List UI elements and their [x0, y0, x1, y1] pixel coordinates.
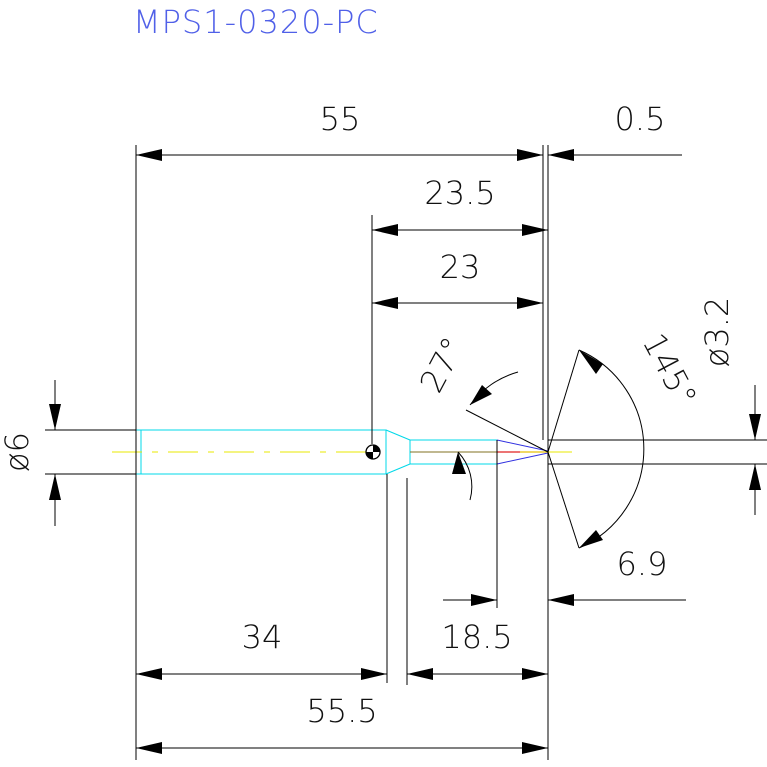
label-55-5: 55.5 — [306, 692, 377, 730]
label-34: 34 — [242, 618, 283, 656]
center-mark-symbol — [365, 444, 381, 460]
dim-34-line — [136, 668, 387, 680]
label-27-deg: 27° — [412, 331, 472, 399]
dim-23-5-line — [372, 224, 548, 236]
tip-taper-top — [496, 439, 549, 452]
dim-55-line — [136, 149, 543, 161]
label-23: 23 — [440, 248, 481, 286]
label-dia-3-2: ø3.2 — [698, 297, 736, 367]
dim-dia-3-2-line — [749, 385, 761, 515]
dim-6-9-line — [443, 594, 686, 606]
dim-55-5-line — [136, 742, 548, 754]
label-6-9: 6.9 — [617, 545, 668, 583]
dim-18-5-line — [407, 668, 548, 680]
label-18-5: 18.5 — [441, 618, 512, 656]
dim-0-5-line — [548, 149, 682, 161]
label-23-5: 23.5 — [424, 174, 495, 212]
label-dia-6: ø6 — [0, 432, 36, 472]
label-55: 55 — [320, 100, 361, 138]
transition-cone — [385, 429, 411, 475]
label-0-5: 0.5 — [615, 100, 666, 138]
part-number-title: MPS1-0320-PC — [133, 3, 379, 41]
part-outline — [135, 429, 549, 475]
dim-27-angle — [452, 371, 549, 501]
dim-145-angle — [547, 349, 645, 549]
dim-23-line — [372, 297, 543, 309]
dim-dia-6-line — [49, 380, 61, 526]
tip-taper-bottom — [496, 452, 549, 465]
label-145-deg: 145° — [635, 327, 705, 413]
